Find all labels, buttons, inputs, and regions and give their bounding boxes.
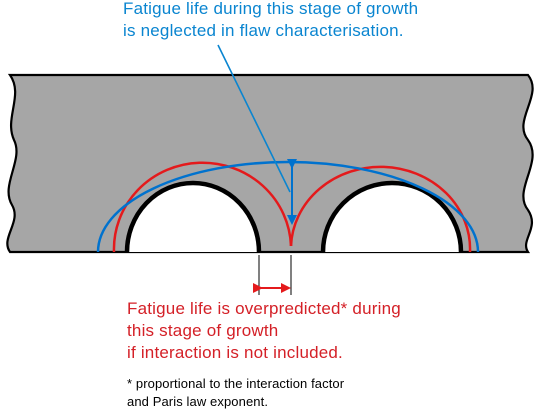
top-annotation-line: Fatigue life during this stage of growth — [123, 0, 419, 18]
flaw-right — [323, 183, 461, 252]
footnote: * proportional to the interaction factor… — [127, 375, 344, 411]
top-annotation-line: is neglected in flaw characterisation. — [123, 21, 404, 40]
bottom-annotation-line: this stage of growth — [127, 321, 279, 340]
flaw-left-outline — [124, 180, 262, 253]
bottom-annotation-line: if interaction is not included. — [127, 343, 343, 362]
bottom-annotation-line: Fatigue life is overpredicted* during — [127, 299, 401, 318]
top-annotation-leader — [217, 44, 291, 193]
red-crack-front-left — [112, 161, 293, 253]
flaw-right-outline — [320, 180, 464, 253]
flaw-left — [127, 183, 259, 252]
top-annotation: Fatigue life during this stage of growth… — [123, 0, 418, 42]
footnote-line: and Paris law exponent. — [127, 394, 269, 409]
footnote-line: * proportional to the interaction factor — [127, 376, 345, 391]
bottom-annotation: Fatigue life is overpredicted* during th… — [127, 298, 401, 364]
